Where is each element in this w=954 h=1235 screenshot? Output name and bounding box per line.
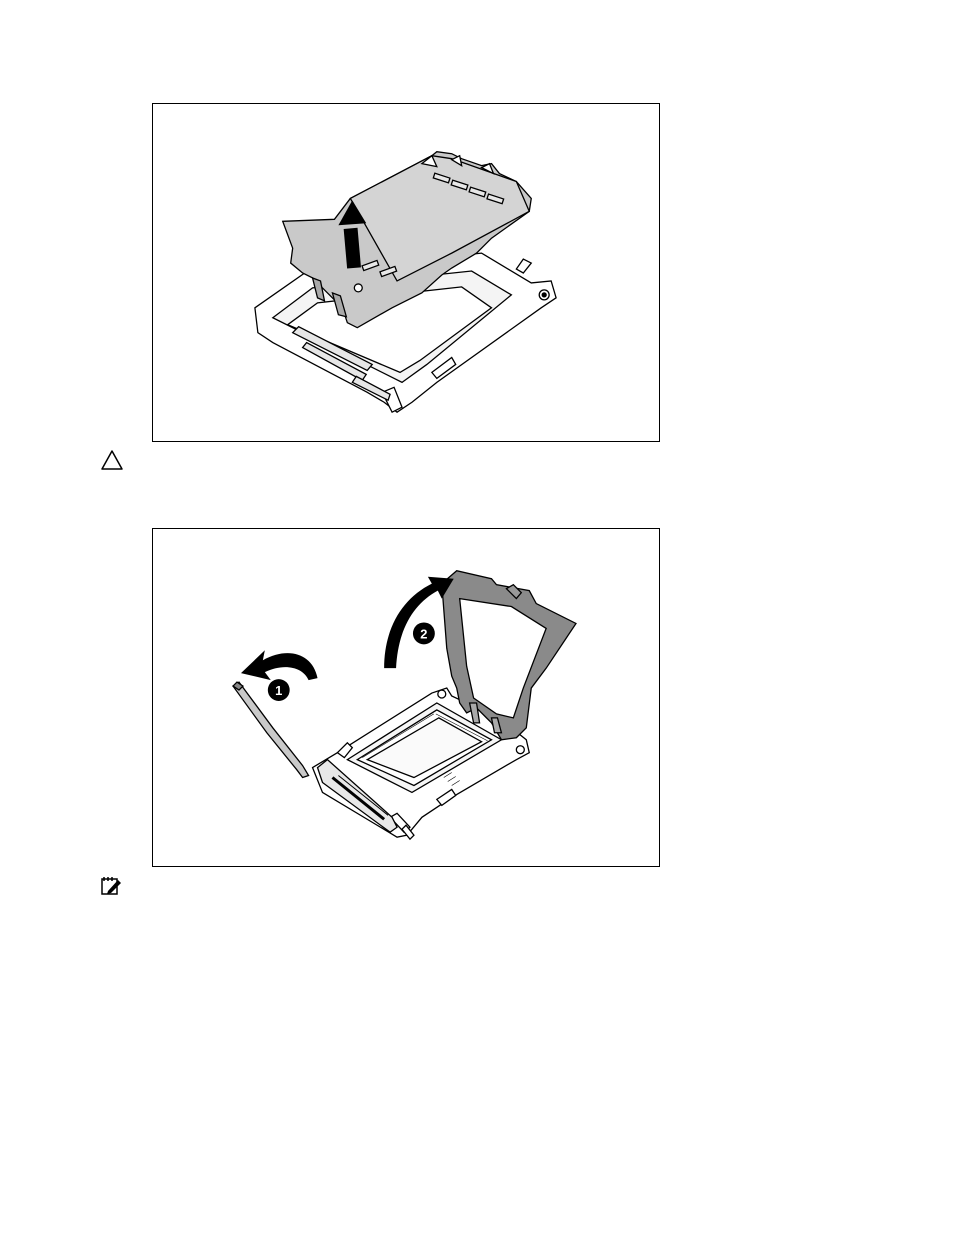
callout-1: 1 — [275, 683, 282, 698]
socket-cover-removal-illustration — [153, 104, 659, 441]
open-bracket-arrow-icon: 2 — [384, 577, 454, 668]
figure-socket-cover-removal — [152, 103, 660, 442]
figure-lever-and-bracket-open: 1 2 — [152, 528, 660, 867]
caution-triangle-icon — [100, 449, 124, 471]
lever-and-bracket-illustration: 1 2 — [153, 529, 659, 866]
callout-2: 2 — [420, 626, 427, 641]
rotate-lever-arrow-icon: 1 — [241, 650, 318, 701]
important-note-icon — [100, 876, 122, 896]
